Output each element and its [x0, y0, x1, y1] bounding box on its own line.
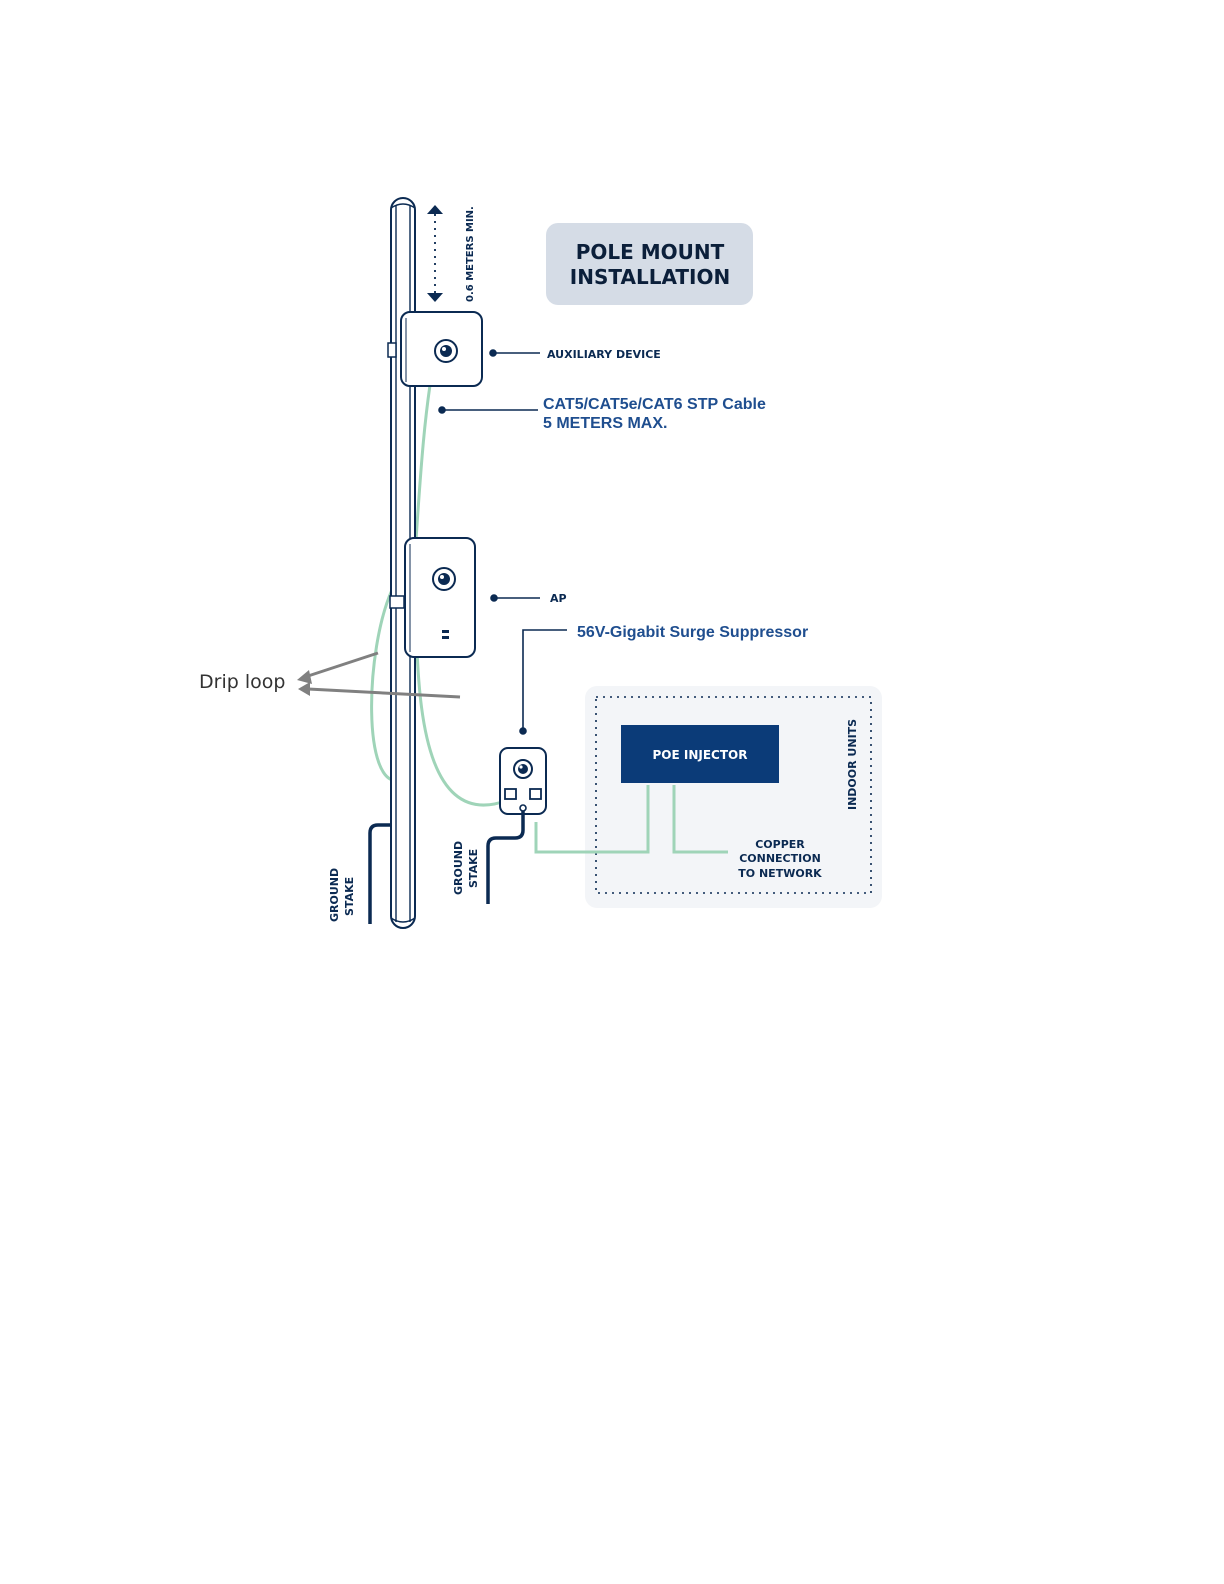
copper-line-1: COPPER — [755, 838, 805, 851]
cable-spec-line-2: 5 METERS MAX. — [543, 415, 667, 432]
copper-line-2: CONNECTION — [739, 852, 821, 865]
title-line-2: INSTALLATION — [570, 265, 730, 289]
ground-stake-left-line-2: STAKE — [343, 877, 356, 916]
ap-label: AP — [550, 592, 567, 605]
cable-spec-line-1: CAT5/CAT5e/CAT6 STP Cable — [543, 396, 766, 413]
auxiliary-device — [388, 312, 482, 386]
min-height-indicator: 0.6 METERS MIN. — [427, 205, 476, 302]
drip-loop-label: Drip loop — [199, 671, 285, 693]
drip-loop-right — [417, 650, 508, 805]
surge-suppressor-label: 56V-Gigabit Surge Suppressor — [577, 624, 808, 641]
poe-injector: POE INJECTOR — [621, 725, 779, 783]
title-box: POLE MOUNT INSTALLATION — [546, 223, 753, 305]
copper-line-3: TO NETWORK — [738, 867, 822, 880]
auxiliary-device-label: AUXILIARY DEVICE — [547, 348, 661, 361]
surge-suppressor — [500, 748, 546, 814]
poe-injector-label: POE INJECTOR — [653, 748, 748, 762]
ground-stake-left-line-1: GROUND — [328, 868, 341, 922]
title-line-1: POLE MOUNT — [576, 240, 725, 264]
ground-stake-right-line-2: STAKE — [467, 849, 480, 888]
indoor-units-label: INDOOR UNITS — [846, 719, 859, 810]
ground-stake-left: GROUND STAKE — [328, 825, 391, 924]
cable-aux-to-ap — [416, 385, 430, 540]
indoor-units-area: INDOOR UNITS — [585, 686, 882, 908]
ground-stake-right: GROUND STAKE — [452, 811, 523, 904]
min-height-label: 0.6 METERS MIN. — [465, 206, 476, 302]
ground-stake-right-line-1: GROUND — [452, 841, 465, 895]
